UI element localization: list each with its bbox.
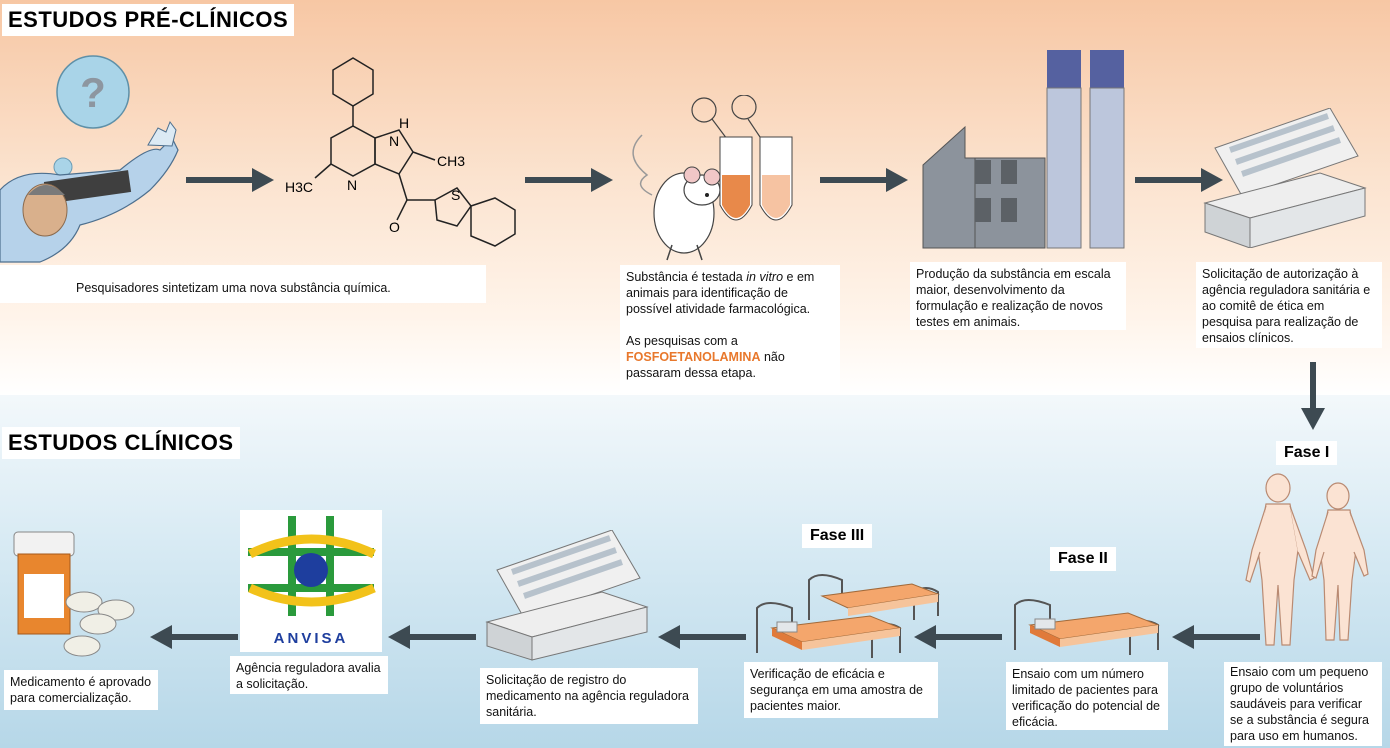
svg-text:CH3: CH3	[437, 153, 465, 169]
step3-caption: Produção da substância em escala maior, …	[910, 262, 1126, 330]
svg-text:N: N	[347, 177, 357, 193]
arrow-right-4	[1135, 168, 1223, 192]
svg-text:N: N	[389, 133, 399, 149]
phase-3-caption: Verificação de eficácia e segurança em u…	[744, 662, 938, 718]
registration-document-illustration	[485, 530, 649, 661]
registration-caption: Solicitação de registro do medicamento n…	[480, 668, 698, 724]
medicine-bottle-illustration	[13, 531, 135, 657]
arrow-right-2	[525, 168, 613, 192]
molecule-structure: H N CH3 H3C N O S	[285, 57, 516, 247]
thought-bubble	[56, 55, 130, 129]
arrow-right-3	[820, 168, 908, 192]
step2-caption: Substância é testada in vitro e em anima…	[620, 265, 840, 393]
anvisa-logo-text: ANVISA	[273, 630, 349, 647]
fosfoetanolamina-highlight: FOSFOETANOLAMINA	[626, 350, 761, 364]
phase-1-label: Fase I	[1276, 441, 1338, 465]
hospital-beds-illustration	[756, 574, 940, 658]
svg-text:S: S	[451, 187, 460, 203]
step1-caption: Pesquisadores sintetizam uma nova substâ…	[0, 265, 486, 303]
arrow-left-4	[388, 625, 476, 649]
phase-1-caption: Ensaio com um pequeno grupo de voluntári…	[1224, 662, 1382, 746]
mouse-test-tubes-illustration	[632, 95, 793, 261]
phase-3-label: Fase III	[802, 524, 873, 548]
arrow-right-1	[186, 168, 274, 192]
phase-2-label: Fase II	[1050, 547, 1116, 571]
anvisa-caption: Agência reguladora avalia a solicitação.	[230, 656, 388, 694]
arrow-left-5	[150, 625, 238, 649]
svg-text:O: O	[389, 219, 400, 235]
arrow-left-3	[658, 625, 746, 649]
factory-illustration	[922, 50, 1125, 249]
anvisa-logo: ANVISA	[240, 510, 382, 652]
question-mark-icon: ?	[80, 69, 106, 116]
phase-2-caption: Ensaio com um número limitado de pacient…	[1006, 662, 1168, 730]
preclinical-title: ESTUDOS PRÉ-CLÍNICOS	[2, 4, 295, 36]
arrow-down	[1301, 362, 1325, 430]
researcher-illustration: ?	[0, 55, 179, 263]
svg-text:H3C: H3C	[285, 179, 313, 195]
approval-caption: Medicamento é aprovado para comercializa…	[4, 670, 158, 710]
svg-text:H: H	[399, 115, 409, 131]
arrow-left-1	[1172, 625, 1260, 649]
arrow-left-2	[914, 625, 1002, 649]
hospital-bed-illustration	[1014, 599, 1160, 655]
clinical-title: ESTUDOS CLÍNICOS	[2, 427, 240, 459]
volunteers-illustration	[1245, 473, 1369, 646]
step4-caption: Solicitação de autorização à agência reg…	[1196, 262, 1382, 348]
document-box-illustration	[1203, 108, 1367, 248]
